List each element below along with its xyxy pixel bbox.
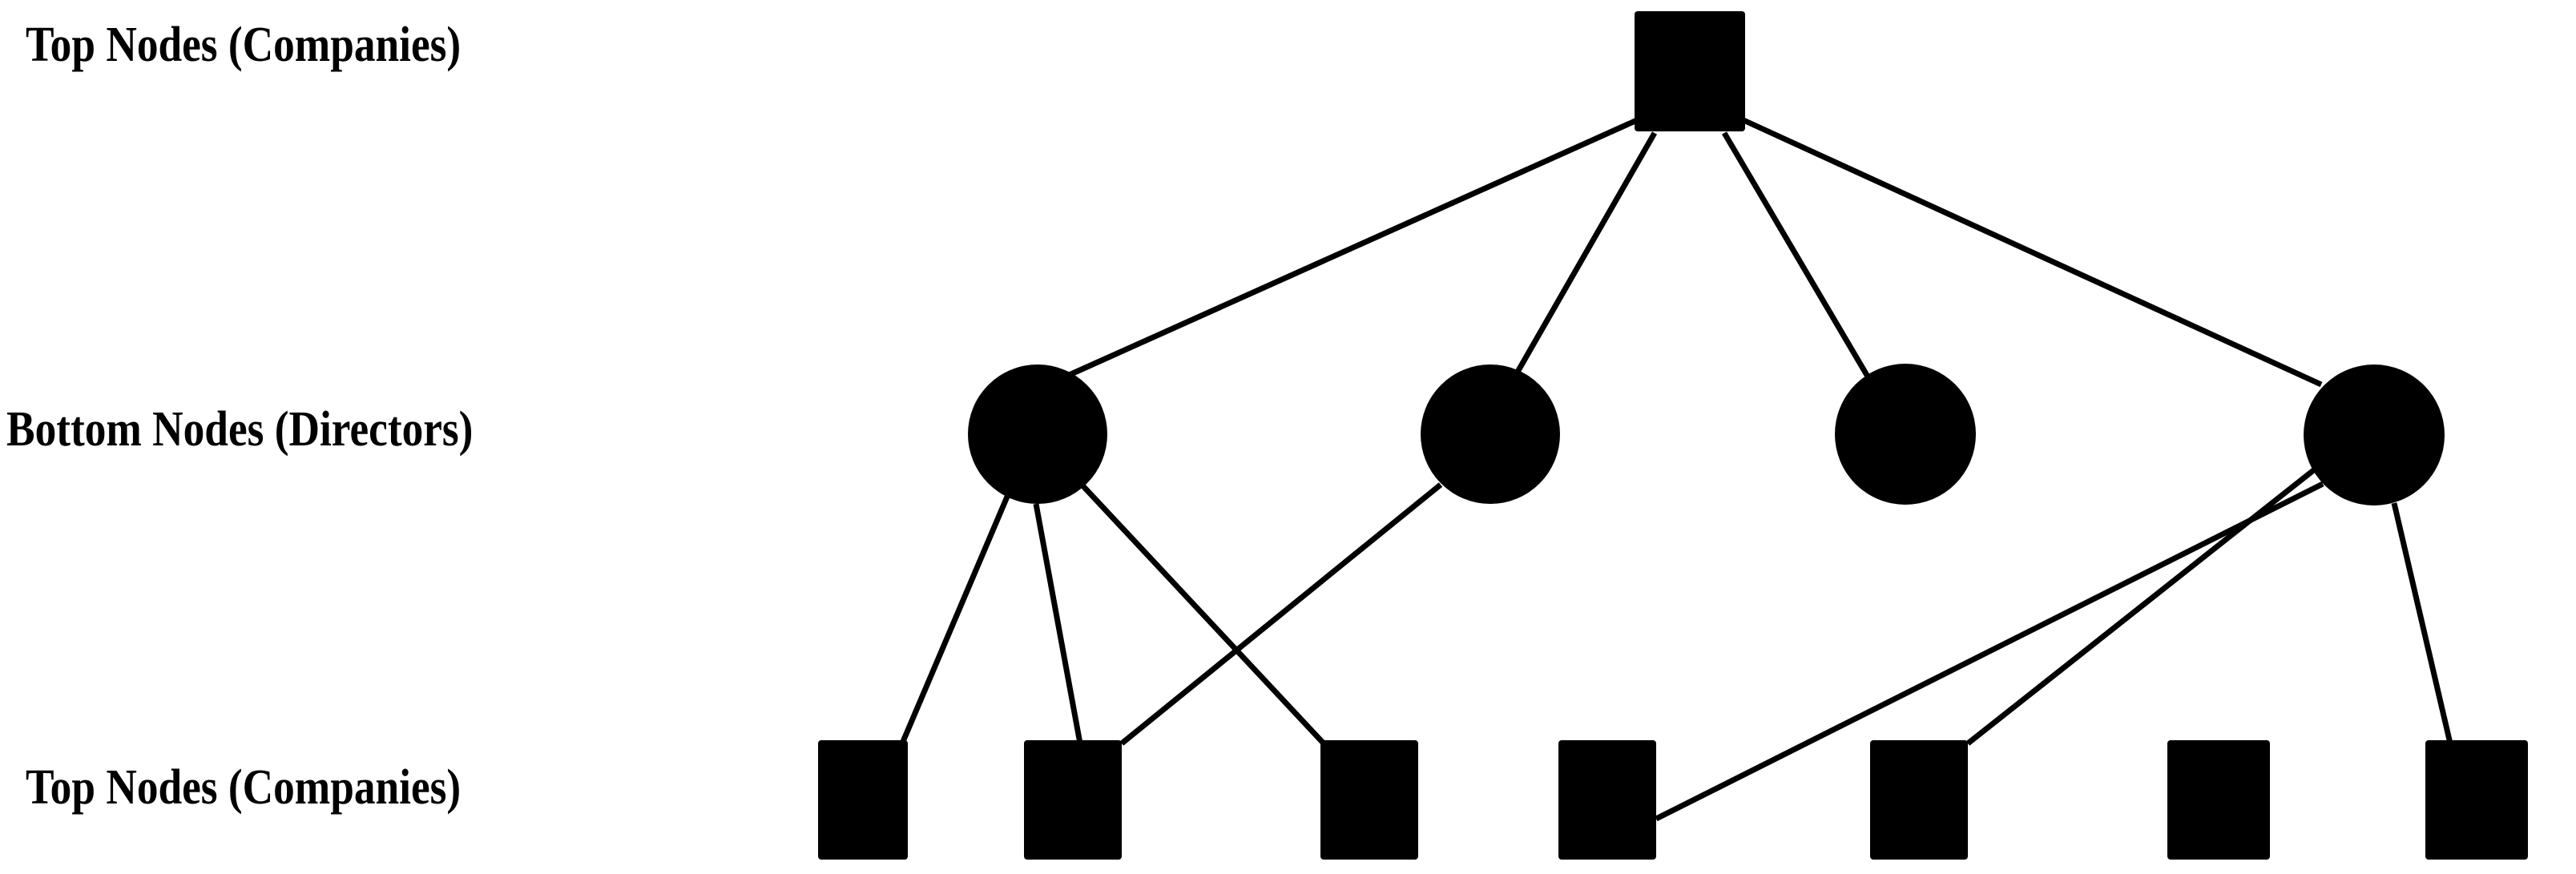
row-label-top-companies: Top Nodes (Companies) [26,18,462,72]
edge-d4-b5 [1965,466,2318,746]
edge-d4-b7 [2391,502,2453,744]
edge-t1-d1 [1064,117,1639,380]
node-bottom-company-b1[interactable] [818,740,908,860]
nodes-layer [818,11,2528,860]
node-director-d4[interactable] [2304,365,2445,505]
edge-t1-d3 [1721,131,1871,378]
node-bottom-company-b2[interactable] [1024,740,1122,860]
node-bottom-company-b4[interactable] [1558,740,1656,860]
edge-d4-b4 [1655,481,2324,822]
edge-t1-d2 [1514,131,1658,375]
edge-d1-b3 [1081,484,1326,746]
node-bottom-company-b3[interactable] [1320,740,1418,860]
node-director-d3[interactable] [1835,364,1976,505]
edge-d2-b2 [1119,482,1443,746]
node-bottom-company-b5[interactable] [1870,740,1968,860]
node-bottom-company-b6[interactable] [2167,740,2270,860]
edge-d1-b1 [899,495,1010,745]
row-label-bottom-directors: Bottom Nodes (Directors) [6,402,474,457]
node-top-company-t1[interactable] [1635,11,1745,131]
edge-d1-b2 [1033,503,1083,744]
edge-t1-d4 [1742,117,2323,388]
node-director-d1[interactable] [968,365,1107,504]
node-director-d2[interactable] [1421,365,1560,504]
node-bottom-company-b7[interactable] [2425,740,2528,860]
row-label-bottom-companies: Top Nodes (Companies) [26,760,462,815]
edges-layer [899,117,2453,822]
